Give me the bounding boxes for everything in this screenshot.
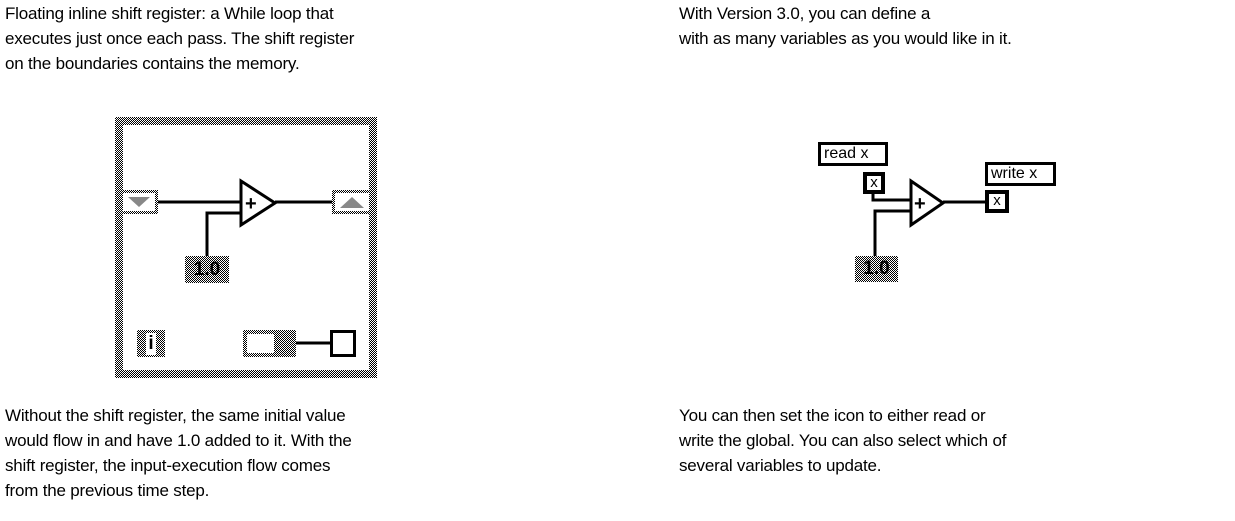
text-line: with as many variables as you would like… (679, 29, 1012, 48)
shift-register-left[interactable] (120, 190, 158, 214)
text-line: from the previous time step. (5, 481, 210, 500)
text-line: You can then set the icon to either read… (679, 406, 986, 425)
left-explanation-text: Without the shift register, the same ini… (5, 403, 352, 503)
text-line: Floating inline shift register: a While … (5, 4, 334, 23)
text-line: would flow in and have 1.0 added to it. … (5, 431, 352, 450)
svg-text:+: + (245, 193, 257, 215)
text-line: Without the shift register, the same ini… (5, 406, 346, 425)
text-line: on the boundaries contains the memory. (5, 54, 300, 73)
text-line: executes just once each pass. The shift … (5, 29, 355, 48)
iteration-terminal: i (137, 330, 165, 357)
text-line: several variables to update. (679, 456, 882, 475)
stop-boolean-control[interactable] (330, 330, 356, 357)
right-intro-text: With Version 3.0, you can define a with … (679, 1, 1012, 51)
text-line: shift register, the input-execution flow… (5, 456, 331, 475)
numeric-constant[interactable]: 1.0 (855, 256, 898, 282)
shift-register-right[interactable] (332, 190, 372, 214)
read-global-variable[interactable]: x (863, 172, 885, 194)
write-global-variable[interactable]: x (985, 190, 1009, 213)
write-global-label: write x (985, 162, 1056, 186)
numeric-constant[interactable]: 1.0 (185, 256, 229, 283)
add-operator-right[interactable]: + (909, 178, 946, 228)
svg-text:+: + (914, 193, 926, 215)
right-explanation-text: You can then set the icon to either read… (679, 403, 1006, 478)
text-line: With Version 3.0, you can define a (679, 4, 931, 23)
add-operator-left[interactable]: + (239, 178, 278, 228)
read-global-label: read x (818, 142, 888, 166)
text-line: write the global. You can also select wh… (679, 431, 1007, 450)
left-intro-text: Floating inline shift register: a While … (5, 1, 354, 76)
conditional-terminal[interactable] (243, 330, 296, 357)
